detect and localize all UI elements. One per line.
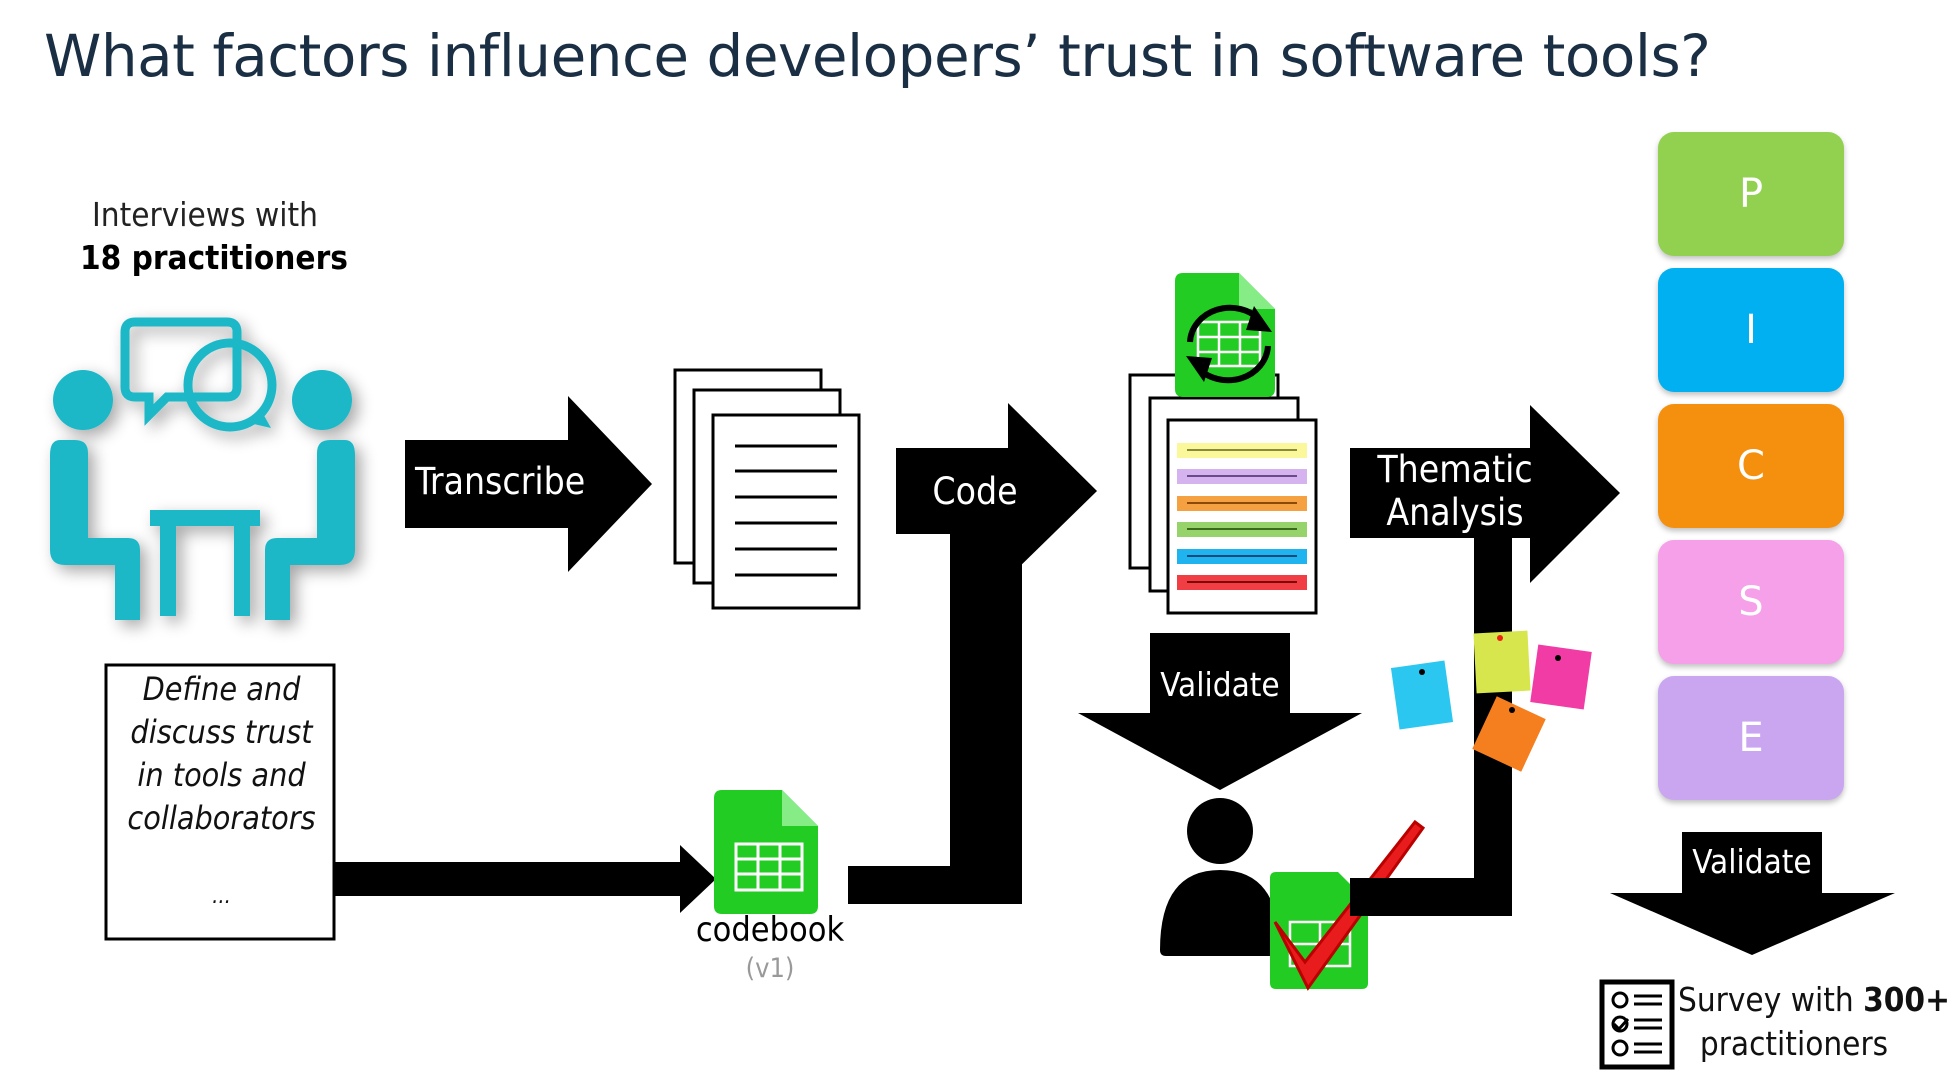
pices-tile-p: P [1658, 132, 1844, 256]
codebook-version: (v1) [745, 953, 795, 984]
documents-icon [673, 368, 861, 610]
thematic-line2: Analysis [1386, 491, 1524, 534]
code-label: Code [932, 470, 1018, 513]
page-title: What factors influence developers’ trust… [44, 22, 1711, 90]
interviews-line1: Interviews with [92, 195, 318, 234]
codebook-label: codebook [695, 910, 845, 950]
code-arrow [848, 403, 1097, 904]
transcribe-label: Transcribe [415, 460, 586, 503]
interviews-line2: 18 practitioners [80, 237, 348, 277]
validate-label-1: Validate [1160, 665, 1280, 704]
define-box [104, 663, 336, 941]
survey-count: 300+ [1863, 980, 1950, 1019]
define-line: discuss trust [130, 713, 313, 751]
thematic-analysis-arrow [1350, 405, 1620, 916]
interview-icon [50, 317, 355, 620]
sync-icon [1187, 304, 1271, 384]
arrow-to-codebook [334, 845, 716, 913]
define-line: Define and [142, 670, 301, 708]
pices-tile-s: S [1658, 540, 1844, 664]
thematic-line1: Thematic [1377, 448, 1533, 491]
define-text: Define and discuss trust in tools and co… [106, 668, 337, 918]
survey-label: Survey with 300+ practitioners [1678, 978, 1950, 1066]
pices-stack: P I C S E [1658, 132, 1844, 812]
validate-label-2: Validate [1692, 842, 1812, 881]
validate-arrow-2 [1610, 832, 1895, 955]
pices-tile-c: C [1658, 404, 1844, 528]
survey-line2: practitioners [1699, 1024, 1889, 1063]
codebook-spreadsheet-icon [714, 790, 818, 914]
transcribe-arrow [405, 396, 652, 572]
define-line: collaborators [127, 799, 316, 837]
survey-icon [1599, 979, 1675, 1070]
checkmark-icon [1273, 819, 1426, 991]
sticky-notes-icon [1390, 630, 1592, 772]
person-icon [1160, 798, 1280, 956]
survey-prefix: Survey with [1678, 980, 1864, 1019]
define-ellipsis: ... [212, 884, 231, 909]
thematic-label: Thematic Analysis [1350, 448, 1560, 534]
define-line: in tools and [137, 756, 306, 794]
code-highlights [1177, 443, 1307, 590]
interviews-label: Interviews with 18 practitioners [80, 194, 348, 280]
pices-tile-i: I [1658, 268, 1844, 392]
pices-tile-e: E [1658, 676, 1844, 800]
sync-spreadsheet-icon [1175, 273, 1275, 397]
validate-arrow-1 [1078, 633, 1362, 790]
